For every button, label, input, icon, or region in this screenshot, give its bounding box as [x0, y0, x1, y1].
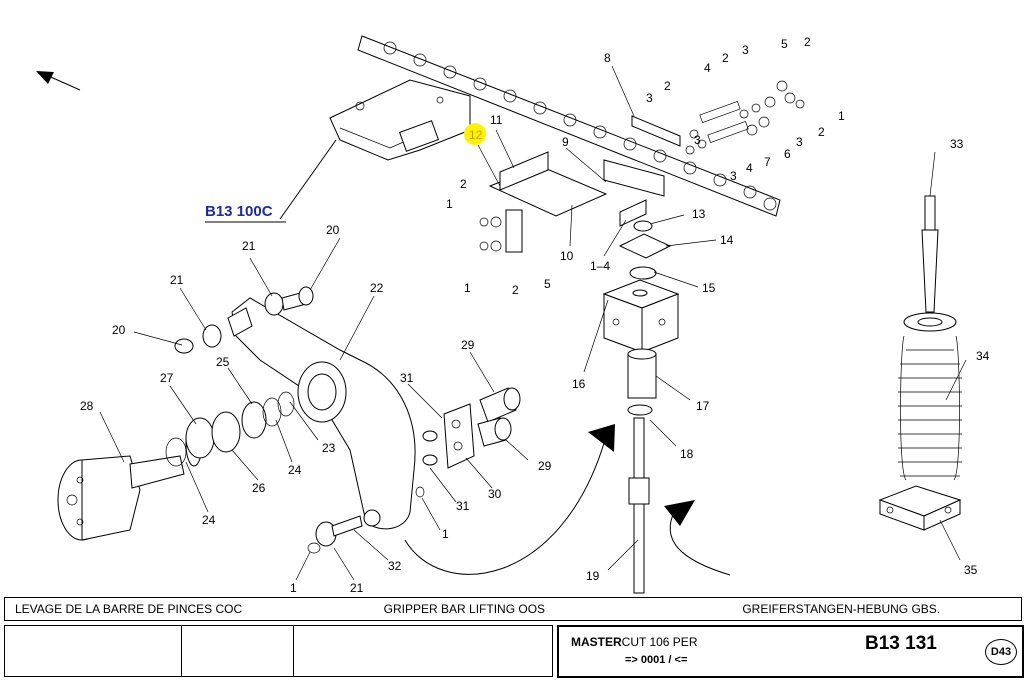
- version-range: => 0001 / <=: [625, 654, 688, 666]
- part-label-l29a[interactable]: 29: [461, 338, 475, 352]
- part-label-l1a[interactable]: 1: [838, 109, 845, 123]
- part-label-l1b[interactable]: 1: [446, 197, 453, 211]
- spring-assembly: [878, 195, 962, 531]
- part-label-l34[interactable]: 34: [976, 349, 990, 363]
- part-label-l19[interactable]: 19: [586, 569, 600, 583]
- lever-arm: [227, 297, 416, 530]
- part-label-l15[interactable]: 15: [702, 281, 716, 295]
- part-label-l22[interactable]: 22: [370, 281, 384, 295]
- part-label-l5b[interactable]: 5: [544, 277, 551, 291]
- part-label-l2e[interactable]: 2: [460, 177, 467, 191]
- part-label-l8[interactable]: 8: [604, 51, 611, 65]
- part-label-l2f[interactable]: 2: [512, 283, 519, 297]
- part-label-l21c[interactable]: 21: [350, 581, 364, 595]
- part-label-l32[interactable]: 32: [388, 559, 402, 573]
- part-label-l18[interactable]: 18: [680, 447, 694, 461]
- part-label-l3b[interactable]: 3: [742, 43, 749, 57]
- title-fr: LEVAGE DE LA BARRE DE PINCES COC: [15, 602, 243, 616]
- title-de: GREIFERSTANGEN-HEBUNG GBS.: [742, 602, 941, 616]
- part-label-l28[interactable]: 28: [80, 399, 94, 413]
- part-label-l27[interactable]: 27: [160, 371, 174, 385]
- part-label-l14[interactable]: 14: [720, 233, 734, 247]
- part-label-l33[interactable]: 33: [950, 137, 964, 151]
- part-label-l24b[interactable]: 24: [202, 513, 216, 527]
- lifting-rod-assembly: [602, 199, 680, 594]
- part-label-l2c[interactable]: 2: [804, 35, 811, 49]
- part-label-l11[interactable]: 11: [490, 113, 503, 127]
- part-label-l29b[interactable]: 29: [538, 459, 552, 473]
- machine-name: MASTERCUT 106 PER: [571, 635, 698, 649]
- leader-lines: [99, 65, 967, 581]
- part-label-l17[interactable]: 17: [696, 399, 710, 413]
- part-label-l1e[interactable]: 1: [290, 581, 297, 595]
- part-label-l1c[interactable]: 1: [464, 281, 471, 295]
- part-label-l25[interactable]: 25: [216, 355, 230, 369]
- part-label-l23[interactable]: 23: [322, 441, 336, 455]
- label-12-highlighted[interactable]: 12: [469, 128, 483, 142]
- part-label-l3a[interactable]: 3: [646, 91, 653, 105]
- chain-brackets: [488, 115, 681, 253]
- bottom-pin: [307, 515, 363, 554]
- exploded-parts-diagram: B13 100C: [36, 35, 990, 595]
- drawing-code: B13 131: [865, 633, 937, 654]
- part-label-l24a[interactable]: 24: [288, 463, 302, 477]
- part-label-l14b[interactable]: 1–4: [590, 259, 610, 273]
- part-label-l10[interactable]: 10: [560, 249, 574, 263]
- part-label-l20b[interactable]: 20: [112, 323, 126, 337]
- part-label-l16[interactable]: 16: [572, 377, 586, 391]
- footer-cell-3: [293, 625, 553, 677]
- chain: [357, 35, 781, 217]
- footer-cell-1: [4, 625, 182, 677]
- cam-follower-assembly: [415, 387, 521, 498]
- part-label-l2d[interactable]: 2: [818, 125, 825, 139]
- part-label-l1d[interactable]: 1: [442, 527, 449, 541]
- title-en: GRIPPER BAR LIFTING OOS: [383, 602, 546, 616]
- title-row: LEVAGE DE LA BARRE DE PINCES COC GRIPPER…: [4, 597, 1022, 621]
- part-label-l5a[interactable]: 5: [781, 37, 788, 51]
- part-label-l4a[interactable]: 4: [704, 61, 711, 75]
- part-label-l30[interactable]: 30: [488, 487, 502, 501]
- gripper-assembly: [329, 79, 471, 161]
- highlight-marker: [464, 123, 486, 145]
- hub-shaft-assembly: [57, 286, 314, 541]
- part-label-l6[interactable]: 6: [784, 147, 791, 161]
- page-badge: D43: [985, 639, 1017, 665]
- part-label-l20a[interactable]: 20: [326, 223, 340, 237]
- part-label-l31a[interactable]: 31: [400, 371, 414, 385]
- part-label-l2b[interactable]: 2: [722, 51, 729, 65]
- part-label-l26[interactable]: 26: [252, 481, 266, 495]
- title-block: MASTERCUT 106 PER => 0001 / <= B13 131 D…: [4, 625, 1024, 678]
- part-label-l13[interactable]: 13: [692, 207, 706, 221]
- machine-info-box: MASTERCUT 106 PER => 0001 / <= B13 131 D…: [557, 625, 1024, 678]
- part-label-l3c[interactable]: 3: [694, 133, 701, 147]
- ref-link-b13-100c[interactable]: B13 100C: [205, 203, 273, 220]
- part-label-l31b[interactable]: 31: [456, 499, 470, 513]
- part-label-l9[interactable]: 9: [562, 135, 569, 149]
- part-label-l3e[interactable]: 3: [730, 169, 737, 183]
- part-label-l21a[interactable]: 21: [242, 239, 256, 253]
- part-label-l2a[interactable]: 2: [664, 79, 671, 93]
- part-label-l3d[interactable]: 3: [796, 135, 803, 149]
- part-label-l35[interactable]: 35: [964, 563, 978, 577]
- part-label-l21b[interactable]: 21: [170, 273, 184, 287]
- part-label-l7[interactable]: 7: [764, 155, 771, 169]
- footer-cell-2: [181, 625, 294, 677]
- bolts-washers-top: [479, 80, 805, 252]
- direction-arrow-icon: [36, 71, 81, 91]
- part-label-l4b[interactable]: 4: [746, 161, 753, 175]
